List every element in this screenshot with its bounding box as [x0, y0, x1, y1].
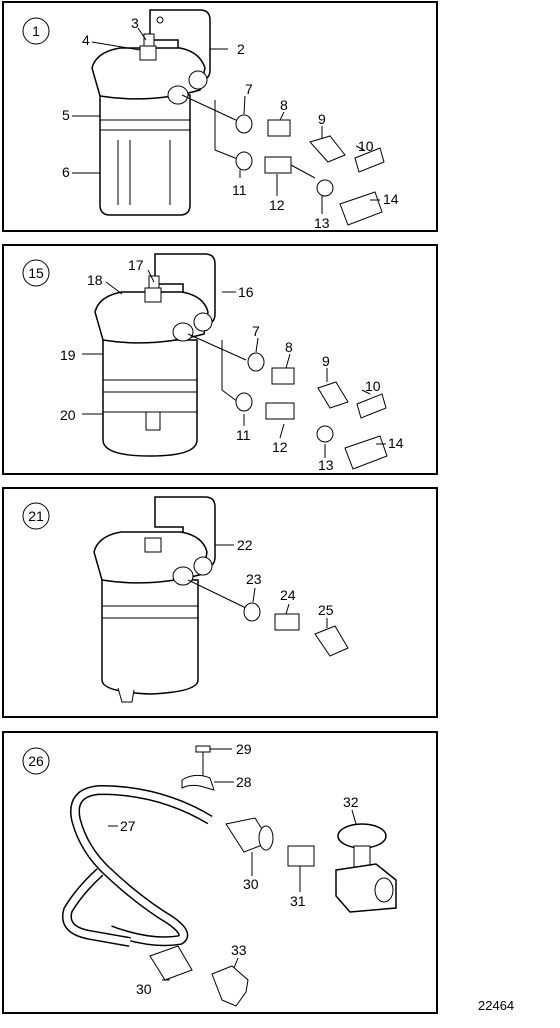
callout-30-upper: 30 [243, 876, 259, 892]
callout-2: 2 [237, 41, 245, 57]
callout-19: 19 [60, 347, 76, 363]
clip-28 [181, 774, 215, 791]
panel-number: 26 [28, 753, 44, 769]
callout-12: 12 [272, 439, 288, 455]
callout-20: 20 [60, 407, 76, 423]
panel-number: 15 [28, 265, 44, 281]
panel-21-drawing: 21 22 23 24 25 [22, 496, 349, 703]
panel-15-drawing: 15 16 17 18 [22, 253, 404, 473]
callout-22: 22 [237, 537, 253, 553]
nipple-8 [267, 119, 291, 137]
hose-14 [339, 191, 383, 226]
seal-ring-7 [235, 114, 253, 134]
hose-nipple-12 [264, 156, 292, 174]
callout-25: 25 [318, 602, 334, 618]
callout-24: 24 [280, 587, 296, 603]
callout-10: 10 [358, 138, 374, 154]
callout-11: 11 [232, 182, 247, 198]
callout-18: 18 [87, 272, 103, 288]
callout-27: 27 [120, 818, 136, 834]
callout-8: 8 [285, 339, 293, 355]
callout-5: 5 [62, 107, 70, 123]
callout-33: 33 [231, 942, 247, 958]
callout-9: 9 [322, 353, 330, 369]
callout-30-lower: 30 [136, 981, 152, 997]
callout-13: 13 [314, 215, 330, 231]
callout-6: 6 [62, 164, 70, 180]
panel-1-drawing: 1 [22, 9, 399, 231]
valve-handwheel-32 [337, 823, 387, 849]
callout-11: 11 [236, 427, 251, 443]
filter-bowl [101, 579, 199, 695]
panel-number-circle [22, 17, 50, 45]
callout-12: 12 [269, 197, 285, 213]
glass-bowl [102, 339, 198, 457]
callout-3: 3 [131, 15, 139, 31]
panel-15 [2, 244, 438, 475]
callout-8: 8 [280, 97, 288, 113]
callout-23: 23 [246, 571, 262, 587]
callout-14: 14 [388, 435, 404, 451]
drawing-reference-number: 22464 [478, 998, 515, 1013]
port-upper [167, 85, 189, 105]
callout-29: 29 [236, 741, 252, 757]
callout-31: 31 [290, 893, 306, 909]
screw-29 [195, 745, 211, 753]
callout-16: 16 [238, 284, 254, 300]
callout-7: 7 [245, 81, 253, 97]
panel-number: 21 [28, 508, 44, 524]
callout-9: 9 [318, 111, 326, 127]
elbow-fitting-33 [211, 965, 249, 1007]
panel-21 [2, 487, 438, 718]
port-lower [188, 70, 208, 90]
callout-13: 13 [318, 457, 334, 473]
seal-ring-11 [235, 151, 253, 171]
panel-number: 1 [32, 23, 40, 39]
callout-14: 14 [383, 191, 399, 207]
union-nut-9 [309, 135, 346, 163]
callout-4: 4 [82, 32, 90, 48]
filter-bowl [99, 94, 191, 216]
callout-32: 32 [343, 794, 359, 810]
hose-clamp-13 [316, 179, 334, 197]
nipple-31 [287, 845, 315, 867]
bleed-screw [139, 45, 157, 61]
callout-10: 10 [365, 378, 381, 394]
pipe-10 [354, 147, 385, 173]
callout-7: 7 [252, 323, 260, 339]
panel-26-drawing: 26 29 28 27 32 30 [22, 741, 397, 1007]
callout-17: 17 [128, 257, 144, 273]
callout-28: 28 [236, 774, 252, 790]
union-nut-30-lower [149, 945, 193, 981]
